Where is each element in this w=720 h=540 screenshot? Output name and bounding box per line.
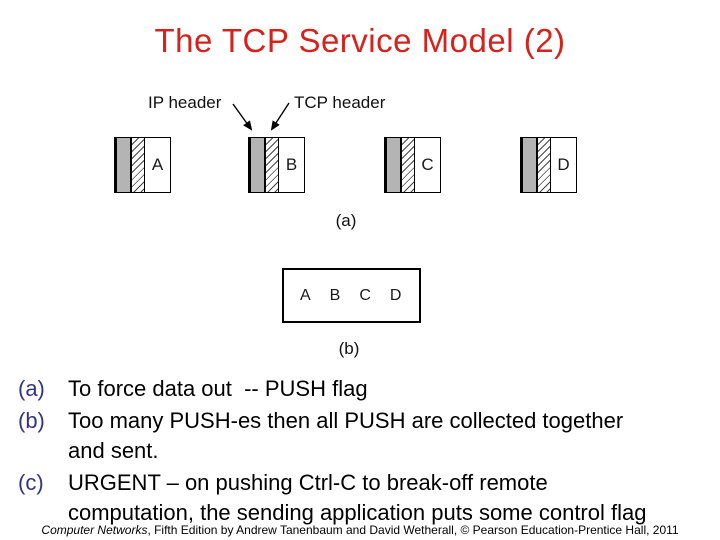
page-title: The TCP Service Model (2): [154, 22, 566, 59]
item-text: URGENT – on pushing Ctrl-C to break-off …: [68, 470, 647, 525]
buffer-letter: C: [359, 286, 371, 304]
buffer-letter: A: [300, 286, 311, 304]
data-segment: B: [279, 138, 304, 192]
tcp-header-segment: [400, 138, 415, 192]
footer-credit: Computer Networks, Fifth Edition by Andr…: [0, 523, 720, 537]
ip-header-segment: [523, 138, 536, 192]
bullet-list: (a) To force data out -- PUSH flag (b) T…: [0, 374, 714, 530]
list-item: (b) Too many PUSH-es then all PUSH are c…: [0, 406, 714, 466]
item-marker: (b): [18, 408, 45, 433]
tcp-header-segment: [130, 138, 145, 192]
item-text: To force data out -- PUSH flag: [68, 376, 368, 401]
list-item: (c) URGENT – on pushing Ctrl-C to break-…: [0, 468, 714, 528]
caption-a: (a): [335, 211, 357, 230]
packet-letter: B: [285, 155, 298, 174]
data-segment: C: [415, 138, 440, 192]
ip-header-segment: [117, 138, 130, 192]
data-segment: D: [551, 138, 576, 192]
packet-letter: A: [151, 155, 164, 174]
packet-letter: C: [421, 155, 434, 174]
item-text: Too many PUSH-es then all PUSH are colle…: [68, 408, 624, 463]
data-segment: A: [145, 138, 170, 192]
footer-rest: , Fifth Edition by Andrew Tanenbaum and …: [147, 523, 679, 537]
packet-a: A: [114, 137, 171, 193]
buffer-letter: B: [329, 286, 341, 304]
packet-letter: D: [557, 155, 570, 174]
caption-b: (b): [338, 339, 360, 358]
ip-header-label: IP header: [148, 93, 222, 112]
tcp-header-segment: [536, 138, 551, 192]
buffer-letter: D: [389, 286, 402, 304]
arrow-ip-header: [232, 103, 253, 131]
packet-d: D: [520, 137, 577, 193]
ip-header-segment: [387, 138, 400, 192]
tcp-header-segment: [264, 138, 279, 192]
tcp-header-label: TCP header: [294, 93, 386, 112]
item-marker: (a): [18, 376, 45, 401]
footer-book-title: Computer Networks: [41, 523, 148, 537]
ip-header-segment: [251, 138, 264, 192]
packet-b: B: [248, 137, 305, 193]
combined-buffer-box: A B C D: [282, 268, 421, 323]
list-item: (a) To force data out -- PUSH flag: [0, 374, 714, 404]
packet-c: C: [384, 137, 441, 193]
item-marker: (c): [18, 470, 44, 495]
arrow-tcp-header: [270, 102, 290, 131]
